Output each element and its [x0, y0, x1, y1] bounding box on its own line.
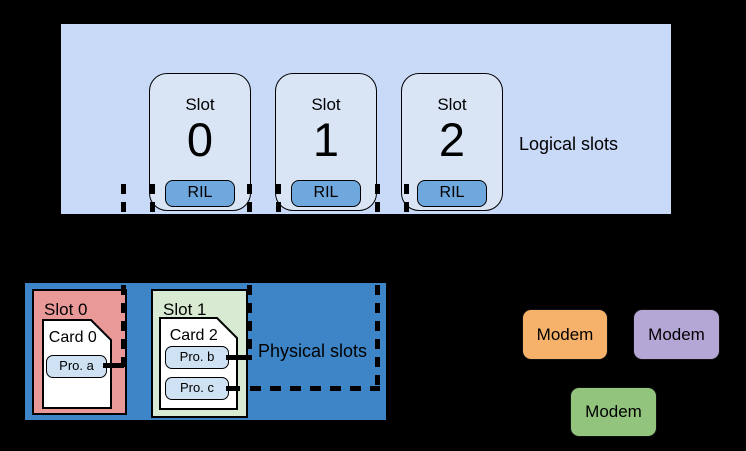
ril0-mapping-line-left — [121, 184, 126, 214]
mapping-line-slot2-to-proc-vertical — [375, 285, 380, 391]
modem-green: Modem — [570, 387, 657, 437]
sim-card-0: Card 0 Pro. a — [42, 319, 112, 409]
physical-slot-1-label: Slot 1 — [163, 300, 207, 319]
mapping-line-slot1-to-prob — [247, 285, 252, 359]
profile-b: Pro. b — [165, 346, 229, 369]
profile-c: Pro. c — [165, 377, 229, 400]
logical-slot-2-number: 2 — [438, 113, 466, 166]
logical-slot-0: Slot 0 RIL — [149, 73, 251, 211]
profile-a: Pro. a — [46, 355, 107, 378]
sim-card-2: Card 2 Pro. b Pro. c — [159, 317, 238, 410]
ril-badge-1: RIL — [291, 180, 361, 207]
physical-slot-0: Slot 0 Card 0 Pro. a — [32, 289, 127, 415]
ril-badge-2: RIL — [417, 180, 487, 207]
logical-slot-0-number: 0 — [186, 113, 214, 166]
modem-orange: Modem — [522, 309, 608, 360]
ril2-mapping-line-right — [404, 184, 409, 214]
ril1-mapping-line-left — [247, 184, 252, 214]
physical-slot-0-label: Slot 0 — [44, 300, 88, 319]
physical-slots-container: Slot 0 Card 0 Pro. a Slot 1 Card 2 Pro. … — [23, 281, 388, 422]
ril2-mapping-line-left — [375, 184, 380, 214]
logical-slot-2: Slot 2 RIL — [401, 73, 503, 211]
ril1-mapping-line-right — [276, 184, 281, 214]
ril-badge-0: RIL — [165, 180, 235, 207]
prob-connector-stub — [226, 355, 252, 360]
card-2-label: Card 2 — [169, 327, 218, 344]
ril0-mapping-line-right — [150, 184, 155, 214]
logical-slots-container: Slot 0 RIL Slot 1 RIL Slot 2 RIL Logical… — [60, 23, 672, 215]
logical-slot-1: Slot 1 RIL — [275, 73, 377, 211]
logical-slot-0-title: Slot — [185, 95, 215, 114]
modem-purple: Modem — [633, 309, 720, 360]
logical-slot-2-title: Slot — [437, 95, 467, 114]
proc-connector-stub — [226, 386, 240, 391]
logical-slot-1-number: 1 — [312, 113, 340, 166]
mapping-line-slot0-to-proa — [121, 285, 126, 368]
logical-slots-label: Logical slots — [519, 134, 619, 154]
physical-slot-1: Slot 1 Card 2 Pro. b Pro. c — [151, 289, 248, 418]
mapping-line-slot2-to-proc-horizontal — [250, 386, 380, 391]
proa-connector-stub — [103, 363, 124, 368]
card-0-label: Card 0 — [48, 329, 97, 346]
physical-slots-label: Physical slots — [258, 341, 368, 361]
logical-slot-1-title: Slot — [311, 95, 341, 114]
